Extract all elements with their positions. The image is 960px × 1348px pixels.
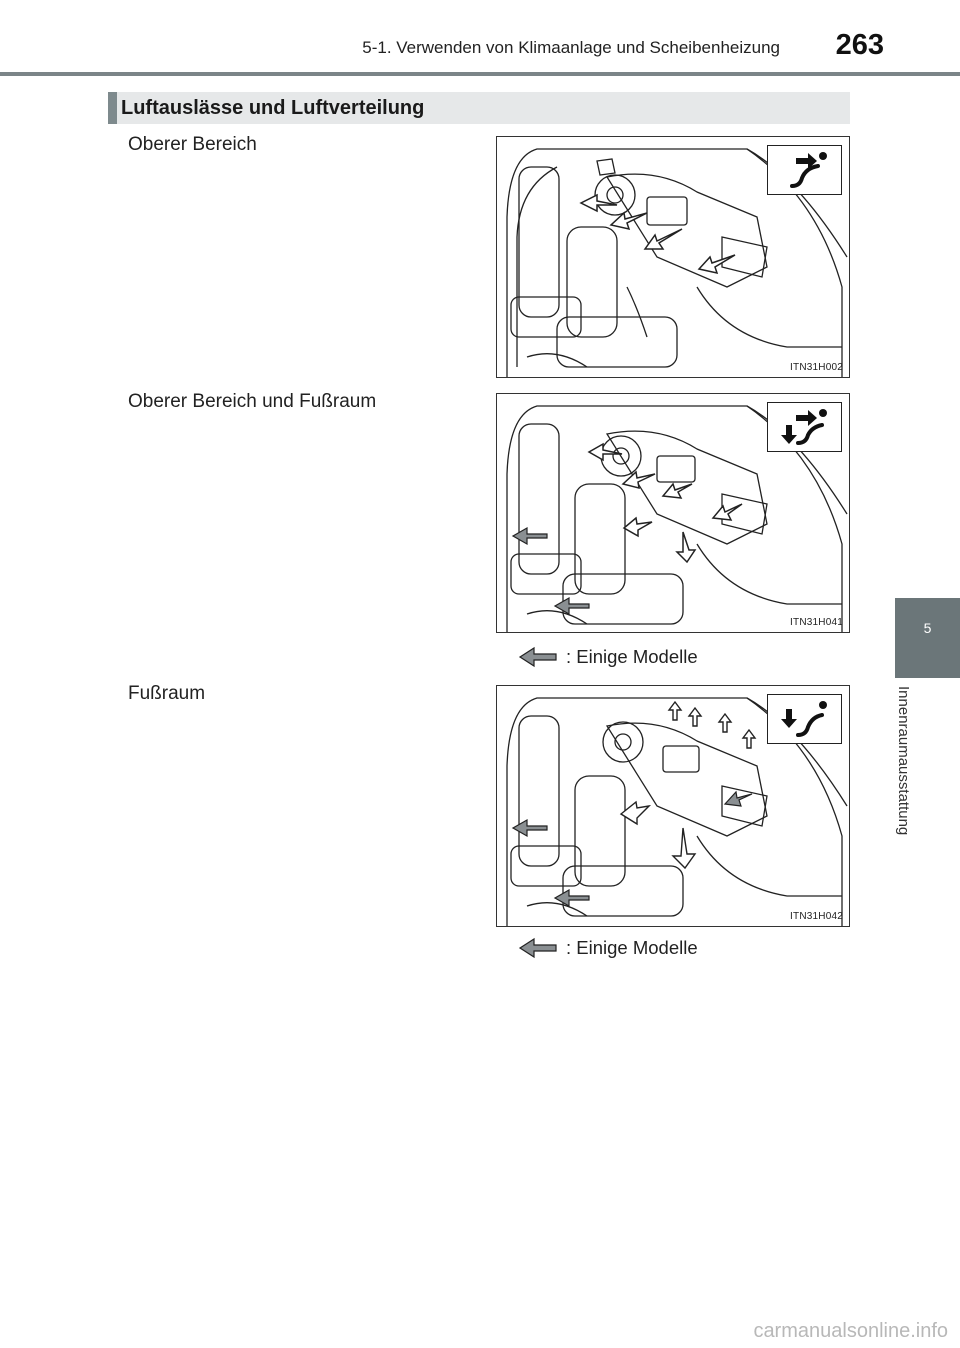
note-text: : Einige Modelle — [566, 646, 698, 667]
bi-level-vent-icon — [767, 402, 842, 452]
car-interior-illustration — [506, 697, 848, 926]
note-text: : Einige Modelle — [566, 937, 698, 958]
item-label-floor: Fußraum — [128, 683, 206, 704]
figure-code: ITN31H002 — [790, 362, 843, 373]
header-divider — [0, 72, 960, 76]
chapter-side-label: Innenraumausstattung — [895, 686, 928, 876]
gray-arrow-icon — [518, 937, 557, 959]
figure-code: ITN31H041 — [790, 617, 843, 628]
section-title: Luftauslässe und Luftverteilung — [121, 97, 425, 119]
chapter-title: 5-1. Verwenden von Klimaanlage und Schei… — [362, 38, 780, 57]
chapter-tab — [895, 598, 960, 678]
figure-floor-vents: ITN31H042 — [496, 685, 850, 927]
car-interior-illustration — [506, 148, 848, 377]
chapter-tab-number: 5 — [923, 620, 932, 636]
floor-vent-icon — [767, 694, 842, 744]
figure-bi-level-vents: ITN31H041 — [496, 393, 850, 633]
item-label-bi-level: Oberer Bereich und Fußraum — [128, 391, 377, 412]
figure-upper-vents: ITN31H002 — [496, 136, 850, 378]
chapter-tab-strip — [895, 678, 960, 1078]
face-vent-icon — [767, 145, 842, 195]
watermark-text: carmanualsonline.info — [753, 1320, 948, 1342]
chapter-side-label-text: Innenraumausstattung — [895, 686, 912, 836]
car-interior-illustration — [506, 405, 848, 632]
section-heading-bar — [108, 92, 850, 124]
gray-arrow-icon — [518, 646, 557, 668]
item-label-upper: Oberer Bereich — [128, 134, 257, 155]
figure-code: ITN31H042 — [790, 911, 843, 922]
page-number: 263 — [835, 29, 884, 61]
